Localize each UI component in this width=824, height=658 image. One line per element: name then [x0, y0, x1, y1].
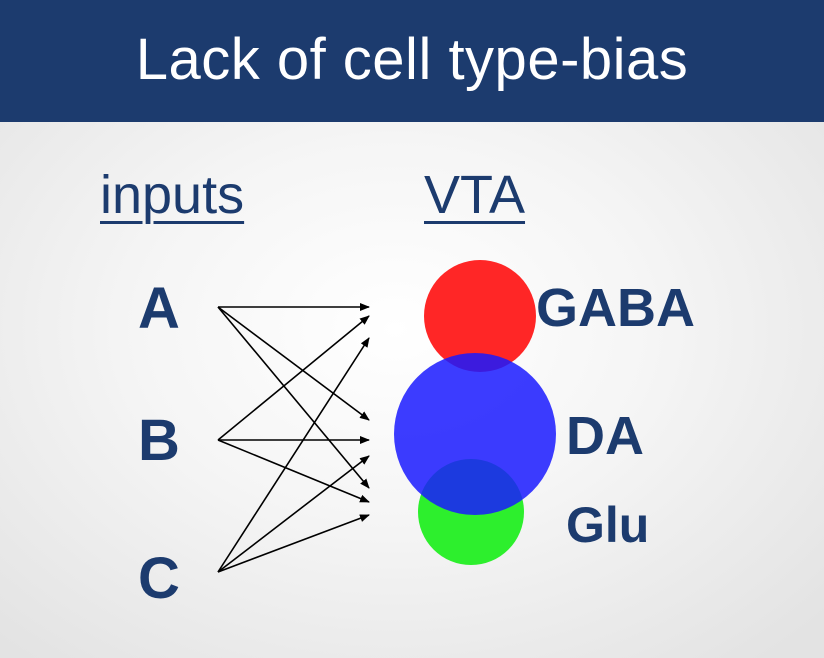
- glu-label: Glu: [566, 497, 650, 553]
- arrows: [217, 303, 370, 573]
- vta-cells: [394, 260, 556, 565]
- arrow-c-to-mid: [217, 455, 370, 573]
- inputs-heading: inputs: [100, 165, 245, 225]
- gaba-cell: [424, 260, 536, 372]
- input-a-label: A: [138, 276, 180, 341]
- arrow-a-to-lower: [217, 306, 370, 489]
- slide-title: Lack of cell type-bias: [135, 27, 689, 92]
- input-c-label: C: [138, 546, 180, 611]
- arrow-c-to-top: [217, 337, 370, 573]
- arrow-b-to-top: [217, 315, 370, 441]
- da-label: DA: [566, 406, 644, 466]
- vta-heading: VTA: [424, 165, 526, 225]
- input-b-label: B: [138, 408, 180, 473]
- arrow-b-to-bottom: [217, 439, 370, 503]
- arrow-c-to-bottom: [217, 514, 370, 573]
- da-cell: [394, 353, 556, 515]
- title-bar: [0, 0, 824, 122]
- arrow-a-to-mid: [217, 306, 370, 421]
- gaba-label: GABA: [536, 278, 695, 338]
